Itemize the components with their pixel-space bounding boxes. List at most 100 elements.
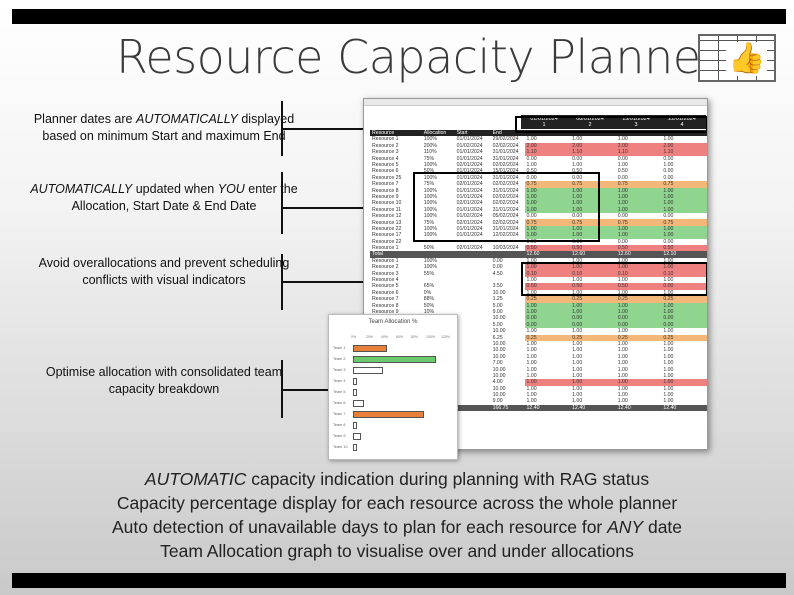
chart-row: Team 7 — [333, 411, 453, 419]
capacity-cell: 1.00 — [524, 366, 571, 373]
remaining-cell: 10.00 — [492, 392, 506, 399]
category-label: Team 9 — [333, 434, 346, 438]
allocation-cell: 50% — [423, 168, 435, 175]
total-spacer — [421, 251, 455, 258]
capacity-cell: 1.00 — [615, 225, 662, 233]
capacity-cell: 1.00 — [615, 187, 662, 194]
capacity-cell: 1.00 — [615, 200, 662, 207]
callout-team-capacity: Optimise allocation with consolidated te… — [45, 365, 283, 396]
capacity-cell: 0.00 — [570, 321, 616, 329]
end-cell: 29/02/2024 — [492, 136, 519, 143]
feature-item: AUTOMATIC capacity indication during pla… — [144, 469, 650, 489]
capacity-cell: 0.75 — [661, 219, 707, 226]
capacity-cell: 1.00 — [524, 308, 571, 316]
capacity-cell: 1.00 — [524, 257, 571, 265]
capacity-cell: 1.00 — [570, 264, 616, 271]
category-label: Team 5 — [333, 390, 346, 394]
resource-cell: Resource 9 — [372, 308, 399, 315]
start-cell: 01/01/2024 — [456, 149, 483, 156]
capacity-cell: 1.00 — [661, 366, 707, 373]
end-cell: 02/02/2024 — [492, 142, 519, 149]
header-spacer — [615, 130, 662, 137]
resource-cell: Resource 1 — [372, 245, 399, 252]
remaining-cell: 6.25 — [492, 334, 503, 341]
column-header: Resource — [370, 130, 422, 137]
capacity-cell: 1.00 — [524, 372, 571, 380]
category-label: Team 8 — [333, 423, 346, 427]
capacity-cell: 1.00 — [661, 372, 707, 380]
capacity-cell: 1.00 — [615, 289, 662, 297]
capacity-cell: 0.75 — [661, 181, 707, 188]
remaining-cell: 10.00 — [492, 366, 506, 373]
end-cell: 31/01/2024 — [492, 187, 519, 194]
total-spacer — [454, 251, 491, 258]
capacity-cell: 1.00 — [615, 206, 662, 214]
capacity-cell: 1.10 — [615, 149, 662, 156]
resource-cell: Resource 7 — [372, 181, 399, 188]
capacity-cell: 1.00 — [615, 366, 662, 373]
capacity-cell: 1.00 — [661, 379, 707, 386]
start-cell: 01/01/2024 — [456, 232, 483, 239]
page-title: Resource Capacity Planner — [116, 30, 719, 84]
capacity-cell: 0.50 — [615, 245, 662, 252]
capacity-cell: 0.25 — [524, 334, 571, 341]
capacity-cell: 1.00 — [570, 347, 616, 354]
end-cell: 02/02/2024 — [492, 219, 519, 226]
resource-cell: Resource 8 — [372, 302, 399, 309]
end-cell: 02/02/2024 — [492, 162, 519, 168]
chart-row: Team 10 — [333, 444, 453, 452]
capacity-cell: 2.00 — [524, 142, 571, 150]
allocation-cell: 100% — [423, 136, 438, 143]
start-cell: 01/01/2024 — [456, 155, 483, 162]
capacity-cell: 1.00 — [570, 200, 616, 207]
header-spacer — [524, 130, 571, 137]
capacity-cell: 1.00 — [615, 347, 662, 354]
remaining-cell: 10.00 — [492, 289, 506, 296]
total-cell: 12.60 — [615, 251, 662, 258]
capacity-cell: 2.00 — [661, 142, 707, 150]
capacity-cell: 1.00 — [661, 161, 707, 169]
resource-cell: Resource 1 — [372, 257, 399, 264]
resource-cell: Resource 11 — [372, 206, 402, 213]
capacity-cell: 2.00 — [615, 142, 662, 150]
capacity-cell: 1.00 — [524, 206, 571, 214]
remaining-cell: 10.00 — [492, 385, 506, 392]
allocation-cell: 100% — [423, 232, 438, 239]
grand-total-cell: 12.40 — [615, 404, 662, 412]
remaining-cell: 0.00 — [492, 264, 503, 271]
capacity-cell: 1.00 — [524, 398, 571, 405]
end-cell: 31/01/2024 — [492, 155, 519, 162]
capacity-cell: 1.00 — [615, 379, 662, 386]
resource-cell: Resource 5 — [372, 283, 399, 290]
capacity-cell: 1.00 — [524, 200, 571, 207]
capacity-cell: 0.00 — [524, 315, 571, 322]
resource-cell: Resource 8 — [372, 187, 399, 194]
capacity-cell: 0.10 — [570, 270, 616, 277]
x-tick-label: 100% — [426, 335, 435, 339]
capacity-cell: 0.00 — [661, 213, 707, 220]
remaining-cell: 5.00 — [492, 302, 503, 309]
grand-spacer — [454, 404, 491, 412]
capacity-cell: 0.50 — [570, 168, 616, 175]
resource-cell: Resource 22 — [372, 238, 402, 245]
capacity-cell: 1.00 — [661, 360, 707, 367]
category-label: Team 7 — [333, 412, 346, 416]
allocation-cell: 75% — [423, 181, 435, 188]
resource-cell: Resource 1 — [372, 136, 399, 143]
capacity-cell: 1.00 — [661, 385, 707, 393]
capacity-cell: 0.50 — [524, 245, 571, 252]
remaining-cell: 3.50 — [492, 283, 503, 290]
